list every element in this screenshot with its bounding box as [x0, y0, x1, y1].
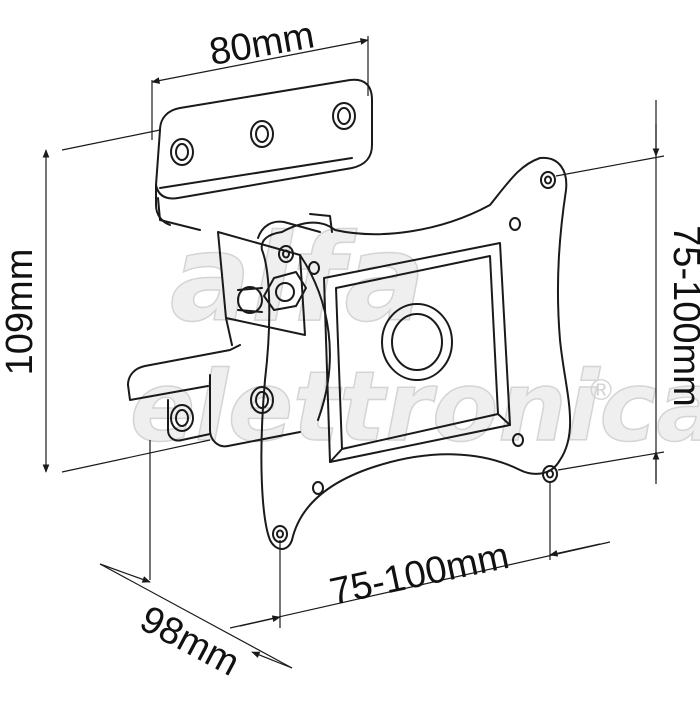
pivot-bolt: [237, 271, 307, 314]
dimension-depth: [99, 440, 293, 669]
label-top-width: 80mm: [206, 14, 317, 74]
label-height: 109mm: [0, 249, 41, 376]
vesa-plate: [260, 156, 572, 550]
label-vesa-horizontal: 75-100mm: [326, 535, 512, 614]
registered-mark: ®: [590, 374, 612, 407]
dimension-vesa-horizontal: [229, 482, 611, 629]
label-vesa-vertical: 75-100mm: [665, 225, 700, 407]
watermark-logo: alfa elettronica ®: [129, 209, 700, 464]
dimension-height: [42, 129, 211, 473]
dimension-top-width: [151, 36, 369, 140]
label-depth: 98mm: [133, 598, 246, 685]
watermark-brand-line2: elettronica: [130, 351, 700, 463]
watermark-brand-line1: alfa: [170, 210, 425, 349]
wall-plate: [127, 78, 373, 448]
dimension-vesa-vertical: [555, 100, 665, 484]
